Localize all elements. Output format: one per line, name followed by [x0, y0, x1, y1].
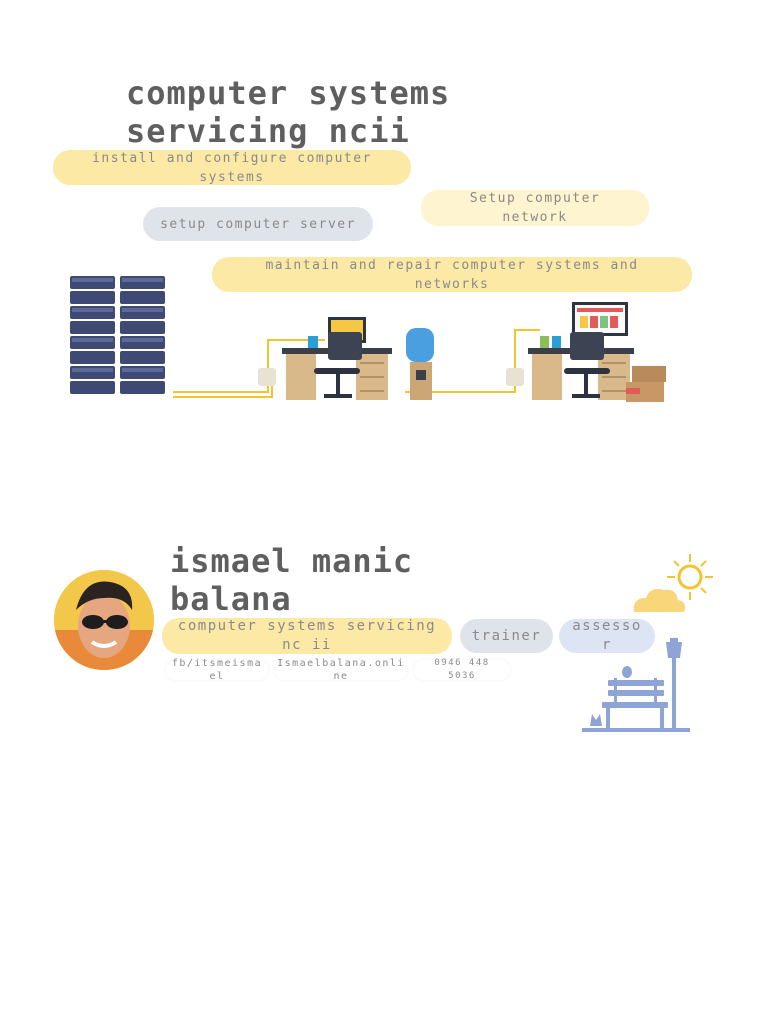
tag-trainer: trainer	[460, 619, 553, 653]
competency-network: Setup computer network	[421, 190, 649, 226]
profile-name-line-2: balana	[170, 580, 292, 618]
tag-course: computer systems servicing nc ii	[162, 618, 452, 654]
contact-facebook: fb/itsmeisma el	[166, 658, 268, 682]
profile-name: ismael manic balana	[170, 542, 470, 618]
profile-name-line-1: ismael manic	[170, 542, 414, 580]
sun-cloud-icon	[633, 554, 713, 612]
park-bench-illustration	[582, 638, 690, 732]
title-line-1: computer systems	[126, 74, 451, 112]
competency-maintain: maintain and repair computer systems and…	[212, 257, 692, 292]
server-rack-icon	[70, 276, 165, 394]
boxes-icon	[626, 366, 666, 402]
desk-icon	[282, 317, 392, 400]
contact-phone: 0946 448 5036	[414, 658, 510, 681]
socket-icon	[506, 368, 524, 386]
desk-icon	[528, 302, 634, 400]
socket-icon	[258, 368, 276, 386]
office-network-illustration	[70, 276, 666, 402]
avatar	[54, 570, 154, 670]
tag-assessor: assesso r	[559, 618, 655, 653]
title-line-2: servicing ncii	[126, 112, 410, 150]
contact-website: Ismaelbalana.onli ne	[275, 658, 407, 682]
competency-server: setup computer server	[143, 207, 373, 241]
water-cooler-icon	[406, 328, 434, 400]
competency-install: install and configure computer systems	[53, 150, 411, 185]
page-title: computer systems servicing ncii	[126, 74, 546, 150]
